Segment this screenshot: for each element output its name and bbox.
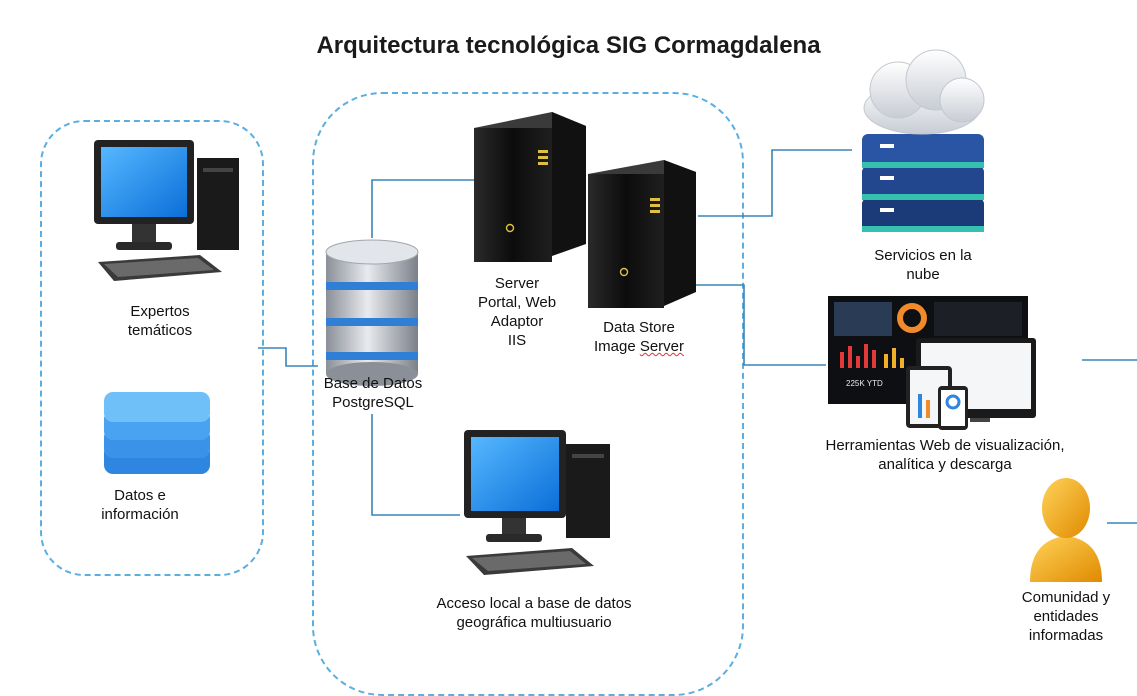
label-servicios-nube: Servicios en la nube [848,246,998,284]
label-herramientas-line1: Herramientas Web de visualización, [825,437,1065,454]
connector-lines [258,149,1137,524]
data-store-tower-icon [588,160,696,308]
label-herramientas-line2: analítica y descarga [878,456,1012,473]
label-comunidad-line3: informadas [1028,627,1104,644]
label-datos-line1: Datos e [114,487,166,504]
label-data-store-server-word: Server [639,338,685,355]
label-server-line4: IIS [507,332,527,349]
person-icon [1030,478,1102,582]
architecture-diagram: Arquitectura tecnológica SIG Cormagdalen… [40,32,1137,696]
server-tower-icon [474,112,586,262]
database-icon [325,239,419,386]
label-comunidad-line2: entidades [1033,608,1099,625]
label-server: Server Portal, Web Adaptor IIS [452,274,582,350]
cloud-server-icon [862,49,985,232]
label-comunidad-line1: Comunidad y [1021,589,1111,606]
label-acceso-local-line1: Acceso local a base de datos [436,595,632,612]
label-acceso-local-line2: geográfica multiusuario [456,614,612,631]
diagram-title: Arquitectura tecnológica SIG Cormagdalen… [316,32,821,59]
label-base-datos: Base de Datos PostgreSQL [308,374,438,412]
label-expertos: Expertos temáticos [100,302,220,340]
label-server-line2: Portal, Web [477,294,557,311]
label-base-datos-line1: Base de Datos [323,375,423,392]
connector-server-cloud [698,149,852,217]
label-expertos-line2: temáticos [127,322,193,339]
label-comunidad: Comunidad y entidades informadas [1006,588,1126,651]
connector-users-db [258,347,318,367]
label-herramientas: Herramientas Web de visualización, analí… [800,436,1090,474]
data-stack-icon [104,392,210,474]
label-base-datos-line2: PostgreSQL [332,394,414,411]
local-computer-icon [464,430,610,575]
dashboard-icon: 225K YTD [828,296,1036,430]
label-datos-line2: información [101,506,179,523]
connector-store-tools [684,284,826,366]
connector-db-local [371,414,460,516]
label-servicios-nube-line2: nube [906,266,940,283]
label-data-store-line1: Data Store [603,319,675,336]
label-data-store: Data Store Image Server [574,318,704,356]
label-server-line1: Server [494,275,540,292]
label-acceso-local: Acceso local a base de datos geográfica … [404,594,664,632]
label-server-line3: Adaptor [490,313,544,330]
label-data-store-line2: Image Server [593,338,685,355]
dashboard-kpi: 225K YTD [846,379,883,388]
label-expertos-line1: Expertos [130,303,190,320]
label-datos: Datos e información [80,486,200,524]
desktop-computer-icon [94,140,239,281]
connector-db-server [371,179,474,238]
diagram-graphics: 225K YTD [94,49,1137,582]
label-servicios-nube-line1: Servicios en la [874,247,972,264]
